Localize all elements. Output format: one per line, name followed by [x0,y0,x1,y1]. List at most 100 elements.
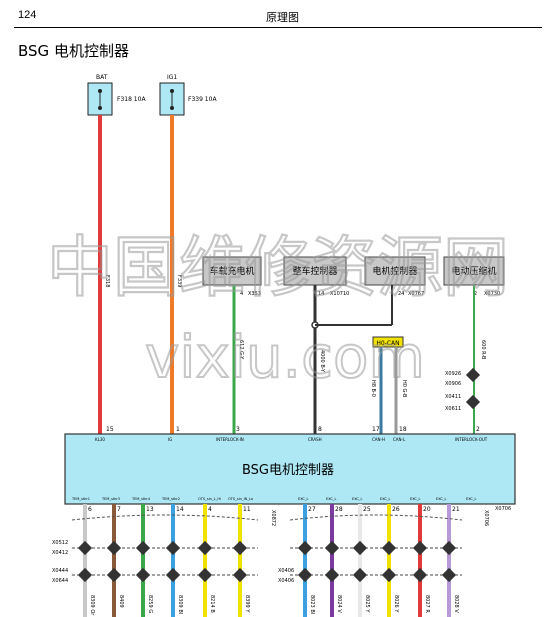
pin-name: EXC_L [326,497,337,501]
wire-code: 4000 B-Y [319,350,325,373]
page-header: 124 原理图 [0,0,556,28]
wire-code: H0 G-B [401,380,407,398]
splice-labels-mid: X0406 X0406 [278,568,294,584]
pin-name: EXC_L [436,497,447,501]
module-connector: X353 [248,291,261,297]
wire-code: 600 R-B [480,340,486,360]
connector-label: X0872 [270,510,276,526]
splice-label: X0611 [445,406,461,412]
svg-text:8214 B: 8214 B [209,595,215,613]
pin-name: EXC_L [352,497,363,501]
pin-name: OTS_sin_L_Hi [198,497,221,501]
module-name: 电机控制器 [372,265,417,277]
wire-code: 612 G-Y [238,340,244,360]
module-name: 电动压缩机 [451,265,496,277]
pin-number: 1 [176,426,180,433]
svg-text:8025 Y: 8025 Y [364,595,370,613]
module-pin: 24 [398,291,404,297]
wire-code: H8 B-0 [370,380,376,397]
svg-text:X0512: X0512 [52,540,68,546]
pin-name: CAN-H [372,437,385,442]
pin-number: 2 [476,426,480,433]
pin-number: 3 [236,426,240,433]
watermark-line2: vixiu.com [145,323,425,391]
shield-lines [71,514,463,521]
wire-code: F339 [176,275,182,287]
pin-number: 13 [146,506,154,513]
pin-name: OTS_sin_IN_Lo [228,497,253,501]
svg-text:8309 Bl: 8309 Bl [177,595,183,614]
header-title: 原理图 [266,12,299,24]
splice-label: X0906 [445,381,461,387]
pin-number: 15 [106,426,114,433]
wire-code: F318 [104,275,110,287]
pin-name: KL30 [95,437,105,442]
svg-text:X0444: X0444 [52,568,68,574]
fuse-name: BAT [96,74,108,81]
pin-number: 20 [423,506,431,513]
pin-name: EXC_L [410,497,421,501]
pin-number: 7 [117,506,121,513]
splice-right-group: X0926 X0906 X0411 X0611 [445,367,481,412]
pin-name: TEM_stkr3 [101,497,120,501]
svg-text:8028 V: 8028 V [453,595,459,613]
can-junction [372,336,404,348]
svg-text:8409: 8409 [118,595,124,608]
splice-labels-left: X0512 X0412 X0444 X0644 [52,540,68,584]
bottom-pin-numbers: 6 7 13 14 4 11 27 28 25 26 20 21 [88,506,460,513]
svg-text:X0412: X0412 [52,550,68,556]
pin-name: IG [168,437,172,442]
svg-text:8023 Bl: 8023 Bl [309,595,315,614]
pin-name: TEM_stkr2 [161,497,180,501]
svg-text:X0406: X0406 [278,578,294,584]
fuse-label: F318 10A [117,96,146,103]
pin-number: 8 [318,426,322,433]
module-name: 车载充电机 [209,265,254,277]
pin-name: EXC_L [298,497,309,501]
section-title: BSG 电机控制器 [18,42,129,60]
pin-number: 18 [399,426,407,433]
module-connector: X10710 [330,291,349,297]
pin-number: 25 [363,506,371,513]
watermark: 中国维修资源网 vixiu.com [46,228,510,392]
splice-label: X0411 [445,394,461,400]
module-pin: 4 [240,291,243,297]
pin-name: EXC_L [466,497,477,501]
fuse-bat: BAT F318 10A [87,74,146,116]
module-connector: X0730 [484,291,500,297]
svg-text:8399 Y: 8399 Y [244,595,250,613]
splice-label: X0926 [445,371,461,377]
svg-text:X0406: X0406 [278,568,294,574]
svg-text:8024 V: 8024 V [336,595,342,613]
pin-name: EXC_L [380,497,391,501]
splice-row-1 [72,540,462,556]
fuse-name: IG1 [167,74,177,81]
module-mcu: 电机控制器 24 X0767 [364,256,426,297]
pin-number: 28 [335,506,343,513]
module-compressor: 电动压缩机 2 X0730 [443,256,505,297]
can-junction-label: H0-CAN [376,340,399,347]
svg-text:8259 G: 8259 G [147,595,153,613]
splice-row-2 [72,567,462,583]
header-divider [14,27,542,28]
pin-name: INTERLOCK-IN [216,437,244,442]
module-name: 整车控制器 [292,265,337,277]
module-pin: 14 [318,291,324,297]
pin-number: 21 [452,506,460,513]
bsg-title: BSG电机控制器 [242,463,334,478]
module-obc: 车载充电机 4 X353 [202,256,262,297]
page-number: 124 [18,9,37,21]
pin-name: CRASH [308,437,322,442]
bsg-module: BSG电机控制器 15 KL30 1 IG 3 INTERLOCK-IN 8 C… [64,426,516,505]
svg-text:X0644: X0644 [52,578,68,584]
connector-label: X0706 [483,510,489,526]
connector-label: X0706 [495,506,511,512]
fuse-ig1: IG1 F339 10A [159,74,217,116]
fuse-label: F339 10A [188,96,217,103]
svg-text:8309 Or: 8309 Or [89,595,95,616]
bottom-wire-codes: 8309 Or 8409 8259 G 8309 Bl 8214 B 8399 … [89,595,459,616]
pin-name: TEM_stkr1 [71,497,90,501]
pin-number: 17 [372,426,380,433]
pin-number: 27 [308,506,316,513]
module-pin: 2 [474,291,477,297]
